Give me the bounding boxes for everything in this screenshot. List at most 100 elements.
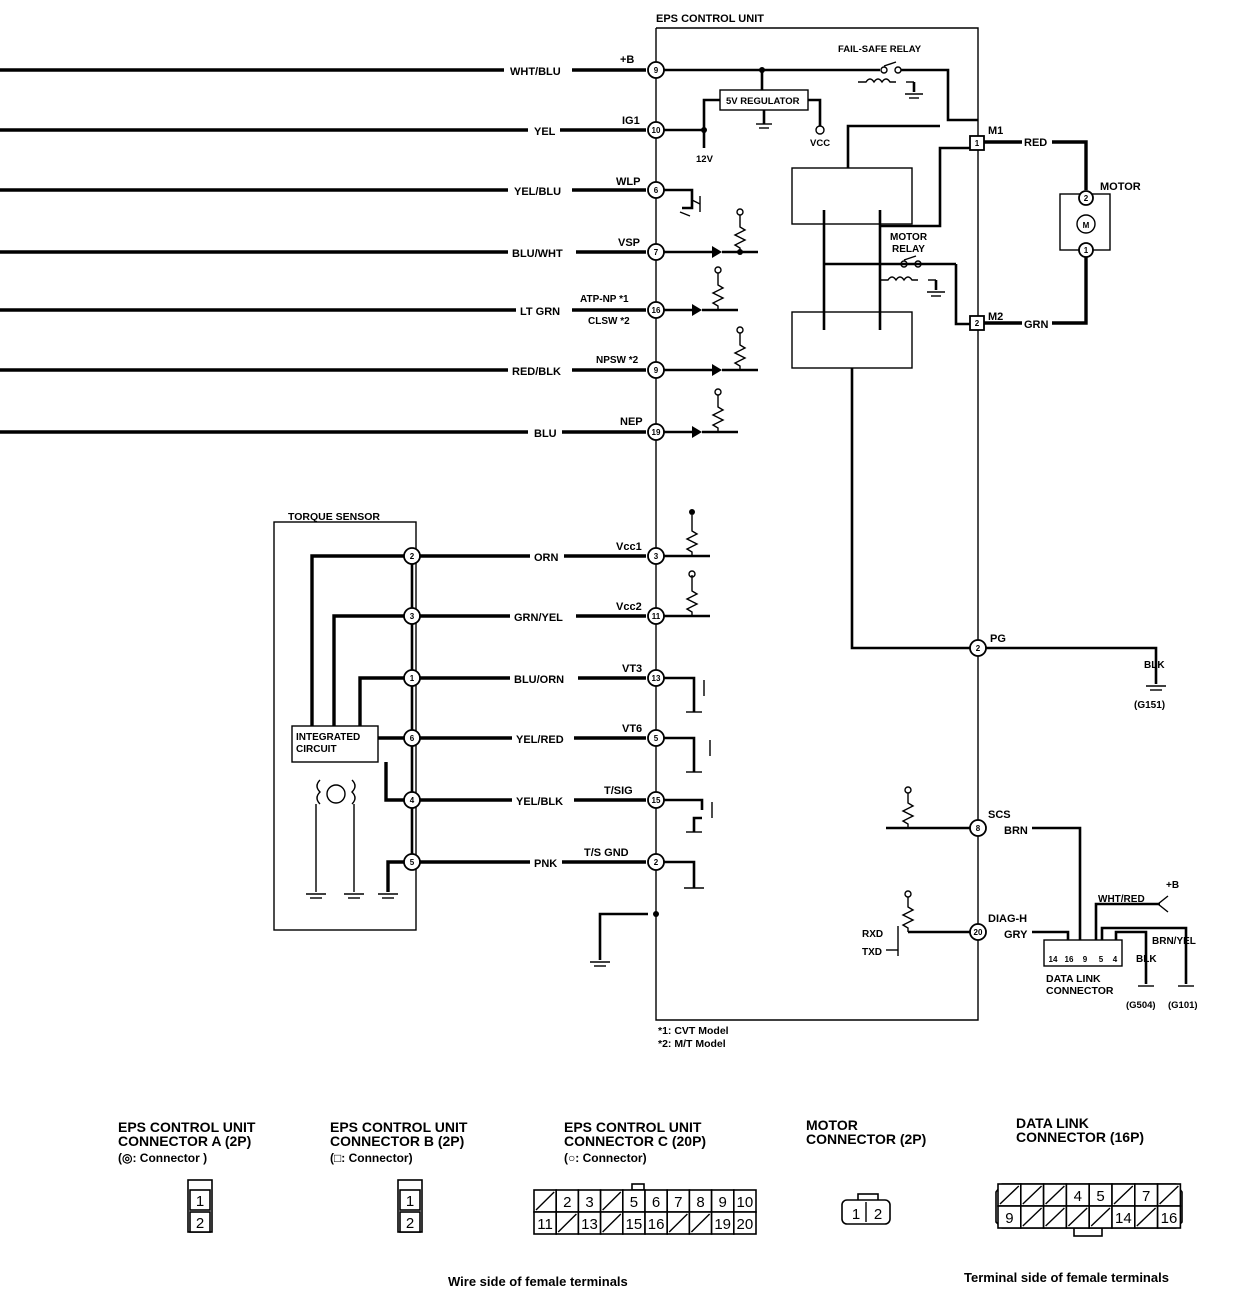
wire-label-red-blk: RED/BLK: [512, 366, 561, 378]
conn-c-line1: EPS CONTROL UNIT: [564, 1119, 702, 1135]
conn-c-line3: (○: Connector): [564, 1151, 647, 1165]
wire-label-blu-orn: BLU/ORN: [514, 674, 564, 686]
wire-label-blu: BLU: [534, 428, 557, 440]
terminal-clsw: CLSW *2: [588, 316, 630, 327]
conn-cell: 1: [406, 1193, 414, 1210]
torque-sensor-label: TORQUE SENSOR: [288, 511, 380, 523]
dlc-pin: 4: [1113, 955, 1118, 964]
terminal-ig1: IG1: [622, 115, 640, 127]
terminal-nep: NEP: [620, 416, 643, 428]
conn-cell-number: 19: [714, 1216, 731, 1233]
unused-cell-slash: [1136, 1207, 1157, 1227]
wire-label-wht-red: WHT/RED: [1098, 894, 1145, 905]
unused-cell-slash: [535, 1191, 555, 1211]
terminal-plus-b: +B: [620, 54, 634, 66]
pin-number: 7: [654, 248, 659, 257]
dlc-pin: 5: [1099, 955, 1104, 964]
wire-label-gry: GRY: [1004, 929, 1028, 941]
conn-cell: [1156, 1205, 1182, 1229]
terminal-t-sig: T/SIG: [604, 785, 633, 797]
wire-label-brn: BRN: [1004, 825, 1028, 837]
motor-driver-bridge: MOTOR RELAY: [791, 124, 972, 650]
ic-label-1: INTEGRATED: [296, 732, 360, 743]
terminal-npsw: NPSW *2: [596, 355, 639, 366]
pin-number: 1: [975, 139, 980, 148]
conn-b-line2: CONNECTOR B (2P): [330, 1133, 464, 1149]
pin-number: 6: [410, 734, 415, 743]
terminal-vcc2: Vcc2: [616, 601, 642, 613]
pin-number: 2: [410, 552, 415, 561]
conn-a-line2: CONNECTOR A (2P): [118, 1133, 251, 1149]
ground-g504: (G504): [1126, 1000, 1156, 1011]
dlc-box: [1043, 939, 1123, 967]
note-mt: *2: M/T Model: [658, 1038, 726, 1050]
conn-motor-line2: CONNECTOR (2P): [806, 1131, 926, 1147]
vcc-label: VCC: [810, 138, 830, 149]
torque-sensor: TORQUE SENSOR INTEGRATED CIRCUIT: [273, 511, 417, 931]
conn-cell-number: 10: [737, 1194, 754, 1211]
pin-number: 2: [654, 858, 659, 867]
conn-cell-number: 15: [626, 1216, 643, 1233]
conn-cell-number: 7: [1142, 1188, 1150, 1205]
pin-number: 3: [410, 612, 415, 621]
wire-label-brn-yel: BRN/YEL: [1152, 936, 1196, 947]
model-notes: *1: CVT Model *2: M/T Model: [658, 1025, 729, 1050]
conn-cell-number: 9: [1005, 1210, 1013, 1227]
wire-label-blk: BLK: [1144, 660, 1165, 671]
caption-wire-side: Wire side of female terminals: [448, 1274, 628, 1289]
connector-views: EPS CONTROL UNIT CONNECTOR A (2P) (◎: Co…: [118, 1115, 1183, 1237]
conn-b-line1: EPS CONTROL UNIT: [330, 1119, 468, 1135]
dlc-pin: 14: [1049, 955, 1058, 964]
pin-circle: [403, 547, 421, 565]
conn-cell: 2: [874, 1206, 882, 1223]
note-cvt: *1: CVT Model: [658, 1025, 729, 1037]
torque-harness-wires: [420, 554, 646, 864]
dlc-pin: 16: [1065, 955, 1074, 964]
unused-cell-slash: [1067, 1207, 1088, 1227]
unused-cell-slash: [557, 1213, 577, 1233]
conn-c-line2: CONNECTOR C (20P): [564, 1133, 706, 1149]
torque-sensor-pins: 2 3 1 6 4 5: [403, 547, 421, 871]
terminal-diag-h: DIAG-H: [988, 913, 1027, 925]
pin-number: 2: [975, 319, 980, 328]
terminal-m1: M1: [988, 125, 1003, 137]
motor-symbol-letter: M: [1083, 221, 1090, 230]
unused-cell-slash: [1113, 1185, 1134, 1205]
torque-wire-labels: ORN GRN/YEL BLU/ORN YEL/RED YEL/BLK PNK: [514, 552, 564, 870]
fail-safe-relay-label: FAIL-SAFE RELAY: [838, 44, 922, 55]
ground-g151: (G151): [1134, 700, 1165, 711]
pin-number: 9: [654, 66, 659, 75]
conn-cell: 2: [196, 1215, 204, 1232]
terminal-pg: PG: [990, 633, 1006, 645]
eps-control-unit: EPS CONTROL UNIT: [655, 13, 979, 1021]
pin-circle: [1078, 190, 1094, 206]
wire-label-blu-wht: BLU/WHT: [512, 248, 563, 260]
caption-terminal-side: Terminal side of female terminals: [964, 1270, 1169, 1285]
terminal-atp-np: ATP-NP *1: [580, 294, 629, 305]
conn-cell-number: 3: [585, 1194, 593, 1211]
conn-b-line3: (□: Connector): [330, 1151, 413, 1165]
conn-a-line3: (◎: Connector ): [118, 1151, 207, 1165]
unused-cell-slash: [1022, 1185, 1043, 1205]
pin-circle: [403, 791, 421, 809]
dlc-label-1: DATA LINK: [1046, 973, 1101, 985]
pin-number: 9: [654, 366, 659, 375]
unused-cell-slash: [602, 1213, 622, 1233]
ground-g101: (G101): [1168, 1000, 1198, 1011]
pin-number: 1: [1084, 246, 1089, 255]
conn-cell: 1: [196, 1193, 204, 1210]
conn-cell-number: 2: [563, 1194, 571, 1211]
pin-number: 11: [652, 612, 661, 621]
wire-label-grn: GRN: [1024, 319, 1049, 331]
pin-number: 16: [652, 306, 661, 315]
pin-number: 5: [654, 734, 659, 743]
dlc-pin: 9: [1083, 955, 1088, 964]
pin-number: 19: [652, 428, 661, 437]
unused-cell-slash: [1022, 1207, 1043, 1227]
terminal-t-s-gnd: T/S GND: [584, 847, 629, 859]
left-harness-wires: [0, 68, 646, 434]
pin-number: 5: [410, 858, 415, 867]
unused-cell-slash: [1045, 1207, 1065, 1227]
